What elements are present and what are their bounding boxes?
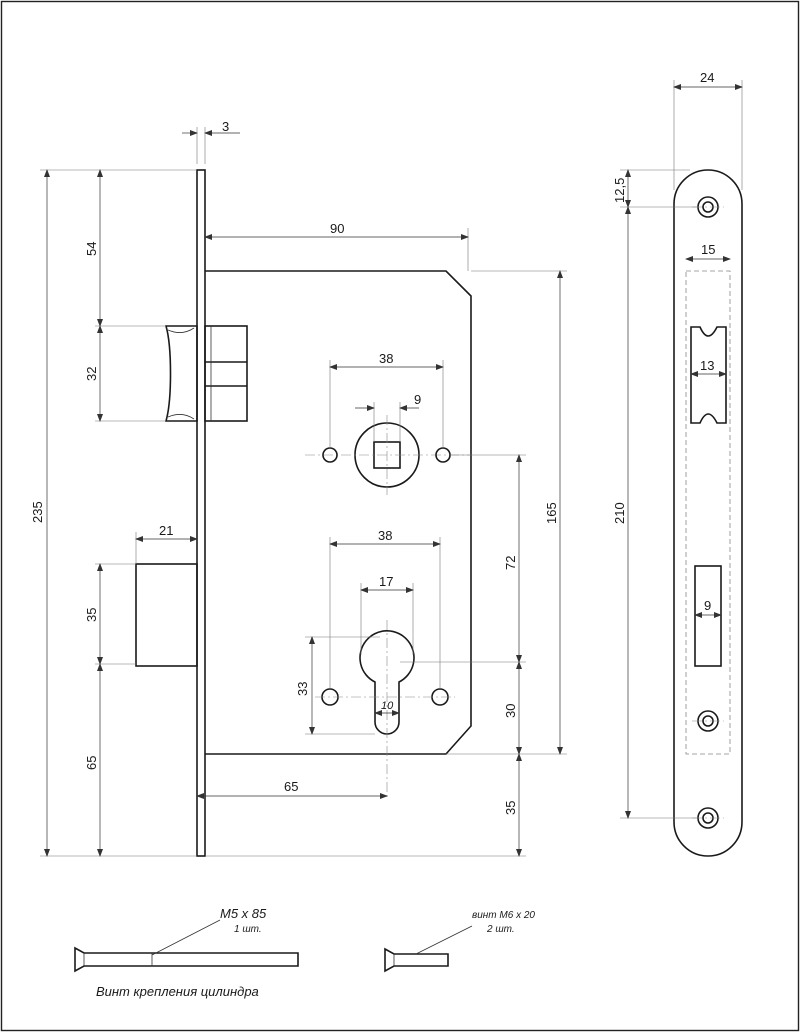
dim-strike-bolt-window: 9 (704, 598, 711, 613)
dim-strike-width: 24 (700, 70, 714, 85)
strike-dimensions: 24 12,5 210 15 13 9 (612, 70, 743, 819)
strike-plate-view (673, 169, 743, 857)
strike-plate (673, 169, 743, 857)
dim-body-depth: 90 (330, 221, 344, 236)
dim-cylinder-holes-spacing: 38 (378, 528, 392, 543)
screw-short-qty: 2 шт. (486, 924, 515, 935)
strike-latch-window (690, 326, 727, 424)
dim-latch-from-top: 54 (84, 242, 99, 256)
dim-strike-holes-spacing: 210 (612, 502, 627, 524)
screw-long-qty: 1 шт. (234, 924, 262, 935)
dim-spindle-square: 9 (414, 392, 421, 407)
dim-deadbolt-height: 35 (84, 608, 99, 622)
dim-body-bottom-to-plate: 35 (503, 801, 518, 815)
dim-strike-top-hole: 12,5 (612, 178, 627, 203)
dim-spindle-holes-spacing: 38 (379, 351, 393, 366)
latch-bolt (164, 325, 198, 422)
dim-spindle-to-cylinder: 72 (503, 556, 518, 570)
lock-dimensions: 3 90 235 54 32 35 65 21 38 (30, 119, 567, 857)
screws-caption: Винт крепления цилиндра (96, 984, 259, 999)
cylinder-screw (74, 946, 299, 973)
dim-deadbolt-projection: 21 (159, 523, 173, 538)
dim-strike-latch-window: 15 (701, 242, 715, 257)
dim-faceplate-thickness: 3 (222, 119, 229, 134)
dim-cylinder-to-body-bottom: 30 (503, 704, 518, 718)
dim-cylinder-height: 33 (295, 682, 310, 696)
lock-case (205, 270, 472, 755)
dim-cylinder-width: 17 (379, 574, 393, 589)
screw-short-spec: винт М6 х 20 (472, 910, 535, 921)
lock-body-view (135, 169, 472, 857)
strike-bolt-window (694, 565, 722, 667)
dim-deadbolt-from-bottom: 65 (84, 756, 99, 770)
screw-long-spec: M5 x 85 (220, 906, 267, 921)
strike-pocket (685, 270, 731, 755)
latch-follower (204, 325, 248, 422)
dim-total-height: 235 (30, 501, 45, 523)
dim-backset: 65 (284, 779, 298, 794)
dim-strike-latch-opening: 13 (700, 358, 714, 373)
faceplate (196, 169, 206, 857)
screws-section: M5 x 85 1 шт. винт М6 х 20 2 шт. Винт кр… (74, 906, 535, 999)
dim-latch-height: 32 (84, 367, 99, 381)
dim-cylinder-slot: 10 (381, 700, 394, 712)
strike-screw (384, 947, 449, 973)
deadbolt (135, 563, 198, 667)
dim-body-height: 165 (544, 502, 559, 524)
